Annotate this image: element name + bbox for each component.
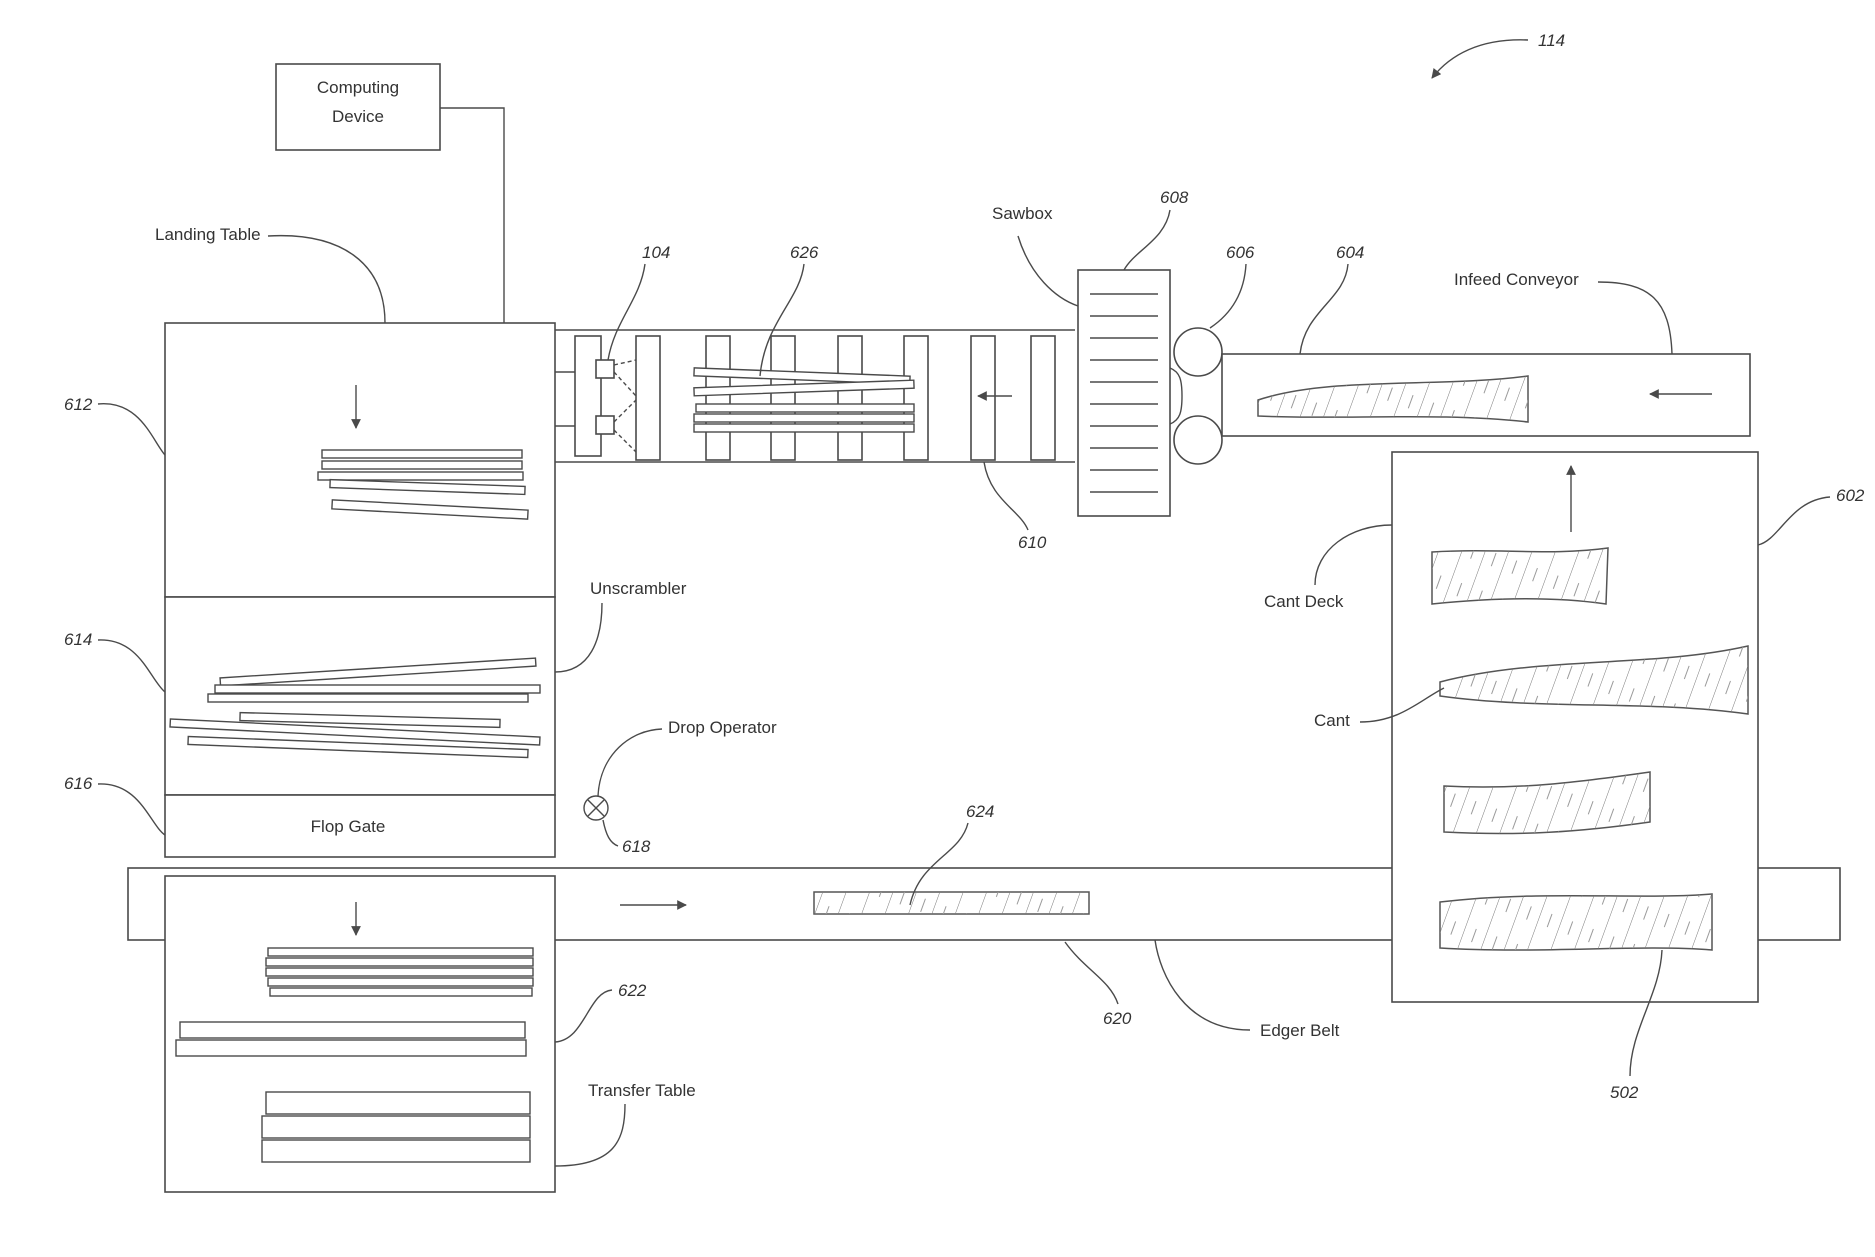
transfer-table-ref: 622 xyxy=(618,981,647,1000)
sensor-upper xyxy=(596,360,614,378)
figure-ref-number: 114 xyxy=(1538,31,1565,50)
sawbox-label: Sawbox xyxy=(992,204,1053,223)
flop-gate-ref: 616 xyxy=(64,774,93,793)
infeed-conveyor: Infeed Conveyor 604 xyxy=(1222,243,1750,436)
cant-deck-ref-leader xyxy=(1758,497,1830,545)
outfeed-boards-ref: 626 xyxy=(790,243,819,262)
sensor-lower xyxy=(596,416,614,434)
transfer-board-2 xyxy=(266,958,533,966)
unscrambler-label: Unscrambler xyxy=(590,579,687,598)
transfer-board-9 xyxy=(262,1116,530,1138)
belt-board-grain xyxy=(814,892,1089,914)
drop-operator-ref-leader xyxy=(603,820,618,846)
transfer-board-4 xyxy=(268,978,533,986)
outfeed-roll-3 xyxy=(838,336,862,460)
sawbox: Sawbox 608 xyxy=(992,188,1189,516)
drop-operator-label: Drop Operator xyxy=(668,718,777,737)
transfer-board-7 xyxy=(176,1040,526,1056)
deck-cant-4-grain xyxy=(1440,894,1712,950)
landing-table: Landing Table 612 xyxy=(64,225,555,597)
roller-upper xyxy=(1174,328,1222,376)
transfer-board-8 xyxy=(266,1092,530,1114)
outfeed-roll-2 xyxy=(771,336,795,460)
sensor-beam-3 xyxy=(614,400,636,422)
sensors-ref: 104 xyxy=(642,243,670,262)
sensor-beam-4 xyxy=(614,430,636,452)
unscrambler-ref: 614 xyxy=(64,630,92,649)
infeed-conveyor-label: Infeed Conveyor xyxy=(1454,270,1579,289)
outfeed-board-3 xyxy=(696,404,914,412)
flop-gate-ref-leader xyxy=(98,784,165,835)
transfer-table-leader xyxy=(555,1104,625,1166)
outfeed-roll-6 xyxy=(1031,336,1055,460)
landing-table-ref: 612 xyxy=(64,395,93,414)
sensor-beam-2 xyxy=(614,372,636,396)
cant-deck-ref: 602 xyxy=(1836,486,1865,505)
outfeed-board-4 xyxy=(694,414,914,422)
landing-board-3 xyxy=(318,472,523,480)
drop-operator-ref: 618 xyxy=(622,837,651,856)
outfeed-roll-5 xyxy=(971,336,995,460)
transfer-table-label: Transfer Table xyxy=(588,1081,696,1100)
figure-ref-arrow xyxy=(1432,40,1528,78)
unscrambler-leader xyxy=(555,603,602,672)
transfer-table-ref-leader xyxy=(555,990,612,1042)
outfeed-rolls-ref: 610 xyxy=(1018,533,1047,552)
unscrambler-ref-leader xyxy=(98,640,165,692)
edger-belt-label: Edger Belt xyxy=(1260,1021,1340,1040)
landing-table-ref-leader xyxy=(98,404,165,455)
outfeed-board-5 xyxy=(694,424,914,432)
outfeed-roll-4 xyxy=(904,336,928,460)
drop-operator-leader xyxy=(598,729,662,796)
computing-device-label-line1: Computing xyxy=(317,78,399,97)
transfer-board-3 xyxy=(266,968,533,976)
transfer-board-1 xyxy=(268,948,533,956)
landing-table-leader xyxy=(268,236,385,323)
roller-bracket xyxy=(1170,368,1182,424)
unscrambler: Unscrambler 614 xyxy=(64,579,687,795)
sensor-beam-1 xyxy=(614,360,636,365)
sawbox-leader xyxy=(1018,236,1078,306)
sawbox-ref-leader xyxy=(1124,210,1170,270)
edger-belt-leader xyxy=(1155,940,1250,1030)
infeed-conveyor-ref: 604 xyxy=(1336,243,1364,262)
edger-belt-ref: 620 xyxy=(1103,1009,1132,1028)
cant-label: Cant xyxy=(1314,711,1350,730)
roller-lower xyxy=(1174,416,1222,464)
transfer-board-5 xyxy=(270,988,532,996)
infeed-conveyor-leader xyxy=(1598,282,1672,354)
outfeed-rolls-ref-leader xyxy=(984,462,1028,530)
unscrambler-board-3 xyxy=(208,694,528,702)
landing-table-box xyxy=(165,323,555,597)
edger-belt-ref-leader xyxy=(1065,942,1118,1004)
cant-ref: 502 xyxy=(1610,1083,1639,1102)
transfer-board-6 xyxy=(180,1022,525,1038)
deck-cant-1-grain xyxy=(1432,548,1608,604)
computing-device-label-line2: Device xyxy=(332,107,384,126)
landing-board-1 xyxy=(322,450,522,458)
rollers-ref: 606 xyxy=(1226,243,1255,262)
cant-deck: Cant Deck 602 Cant 502 xyxy=(1264,452,1865,1102)
landing-table-label: Landing Table xyxy=(155,225,261,244)
infeed-conveyor-ref-leader xyxy=(1300,264,1348,354)
outfeed-section: 626 610 xyxy=(694,243,1055,552)
cant-deck-label: Cant Deck xyxy=(1264,592,1344,611)
unscrambler-board-2 xyxy=(215,685,540,693)
belt-board-ref: 624 xyxy=(966,802,994,821)
drop-operator: Drop Operator 618 xyxy=(584,718,777,856)
outfeed-roll-1 xyxy=(706,336,730,460)
sensor-frame-left xyxy=(575,336,601,456)
landing-board-2 xyxy=(322,461,522,469)
transfer-board-10 xyxy=(262,1140,530,1162)
rollers-ref-leader xyxy=(1210,264,1246,328)
flop-gate-label: Flop Gate xyxy=(311,817,386,836)
sawbox-box xyxy=(1078,270,1170,516)
sawbox-ref: 608 xyxy=(1160,188,1189,207)
figure-ref-group: 114 xyxy=(1432,31,1565,78)
cant-deck-leader xyxy=(1315,525,1392,585)
sensor-frame-right xyxy=(636,336,660,460)
